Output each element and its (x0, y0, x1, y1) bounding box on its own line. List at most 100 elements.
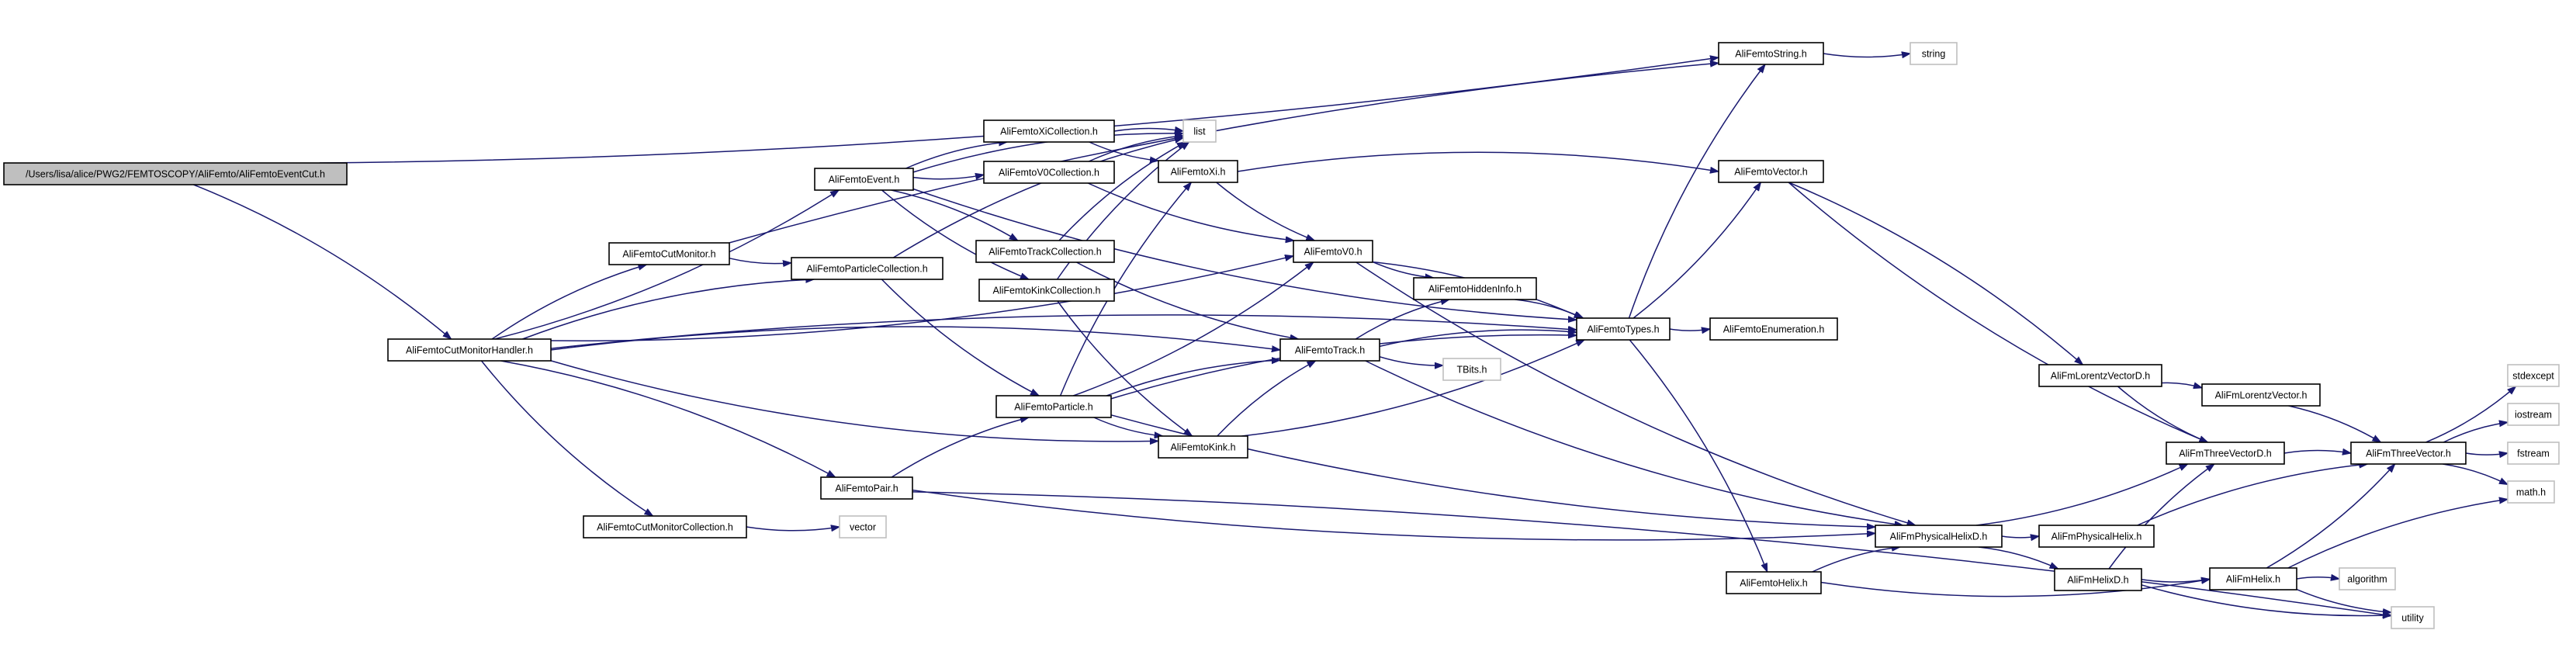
node-box-kink (1158, 435, 1248, 459)
node-label-math: math.h (2516, 487, 2546, 498)
node-cmh[interactable]: AliFemtoCutMonitorHandler.h (387, 338, 552, 362)
node-math[interactable]: math.h (2507, 480, 2555, 504)
edge-cmh-to-track (550, 326, 1280, 350)
node-phd[interactable]: AliFmPhysicalHelixD.h (1875, 525, 2003, 548)
node-box-pair (820, 476, 913, 500)
node-layer: /Users/lisa/alice/PWG2/FEMTOSCOPY/AliFem… (3, 42, 2560, 629)
node-label-fhelix: AliFemtoHelix.h (1740, 578, 1808, 589)
node-stdexcept[interactable]: stdexcept (2507, 364, 2560, 387)
node-label-trcoll: AliFemtoTrackCollection.h (989, 247, 1101, 258)
node-fstring[interactable]: AliFemtoString.h (1718, 42, 1824, 65)
edge-lorentz-to-t3vd (2117, 386, 2208, 443)
node-tbits[interactable]: TBits.h (1442, 358, 1501, 381)
node-enum[interactable]: AliFemtoEnumeration.h (1709, 317, 1838, 341)
node-box-utility (2391, 606, 2435, 629)
edge-hidden-to-types (1515, 299, 1583, 319)
edge-particle-to-track (1106, 360, 1280, 397)
node-lorentzv[interactable]: AliFmLorentzVector.h (2201, 383, 2321, 407)
node-label-kink: AliFemtoKink.h (1170, 442, 1235, 453)
node-lorentz[interactable]: AliFmLorentzVectorD.h (2038, 364, 2162, 387)
node-pair[interactable]: AliFemtoPair.h (820, 476, 913, 500)
node-utility[interactable]: utility (2391, 606, 2435, 629)
node-vector[interactable]: vector (839, 515, 887, 539)
node-label-t3v: AliFmThreeVector.h (2366, 448, 2451, 459)
node-helixd[interactable]: AliFmHelixD.h (2054, 568, 2142, 591)
node-box-event (814, 168, 914, 191)
node-ph[interactable]: AliFmPhysicalHelix.h (2038, 525, 2155, 548)
node-particle[interactable]: AliFemtoParticle.h (995, 395, 1112, 418)
node-pcoll[interactable]: AliFemtoParticleCollection.h (791, 257, 943, 280)
edge-phd-to-t3vd (1975, 463, 2188, 526)
edge-xi-to-v0 (1216, 182, 1315, 241)
node-box-track (1279, 338, 1380, 362)
node-label-v0: AliFemtoV0.h (1304, 247, 1362, 258)
node-trcoll[interactable]: AliFemtoTrackCollection.h (975, 240, 1115, 263)
edge-xicoll-to-list (1113, 128, 1183, 131)
edge-lorentz-to-lorentzv (2161, 383, 2202, 387)
node-label-hidden: AliFemtoHiddenInfo.h (1428, 284, 1522, 295)
node-label-iostream: iostream (2515, 410, 2552, 421)
node-t3v[interactable]: AliFmThreeVector.h (2350, 442, 2467, 465)
edge-helix-to-t3v (2266, 464, 2394, 569)
node-label-helix: AliFmHelix.h (2226, 574, 2280, 585)
edge-particle-to-phd (1110, 414, 1875, 527)
node-hidden[interactable]: AliFemtoHiddenInfo.h (1413, 277, 1537, 300)
node-box-string (1909, 42, 1958, 65)
edge-cmh-to-cmc (480, 360, 653, 516)
node-label-enum: AliFemtoEnumeration.h (1723, 324, 1825, 335)
node-event[interactable]: AliFemtoEvent.h (814, 168, 914, 191)
node-box-list (1182, 119, 1217, 143)
node-string[interactable]: string (1909, 42, 1958, 65)
node-fstream[interactable]: fstream (2507, 442, 2560, 465)
node-types[interactable]: AliFemtoTypes.h (1576, 317, 1671, 341)
node-algorithm[interactable]: algorithm (2339, 567, 2396, 590)
node-box-xicoll (983, 119, 1115, 143)
node-list[interactable]: list (1182, 119, 1217, 143)
node-label-cm: AliFemtoCutMonitor.h (622, 249, 715, 260)
edge-event-to-xicoll (905, 142, 1007, 169)
edge-fhelix-to-phd (1812, 547, 1900, 573)
node-box-fstream (2507, 442, 2560, 465)
node-label-vector: vector (850, 522, 876, 533)
node-label-phd: AliFmPhysicalHelixD.h (1890, 532, 1988, 542)
node-xicoll[interactable]: AliFemtoXiCollection.h (983, 119, 1115, 143)
edge-root-to-cmh (193, 184, 451, 339)
edge-event-to-types (912, 188, 1577, 320)
node-fhelix[interactable]: AliFemtoHelix.h (1726, 571, 1822, 594)
node-label-pcoll: AliFemtoParticleCollection.h (806, 264, 927, 275)
node-cmc[interactable]: AliFemtoCutMonitorCollection.h (583, 515, 747, 539)
edge-track-to-phd (1365, 360, 1903, 525)
node-box-fvector (1718, 160, 1824, 183)
node-t3vd[interactable]: AliFmThreeVectorD.h (2166, 442, 2285, 465)
node-label-lorentz: AliFmLorentzVectorD.h (2051, 371, 2151, 382)
node-v0[interactable]: AliFemtoV0.h (1293, 240, 1373, 263)
node-cm[interactable]: AliFemtoCutMonitor.h (608, 242, 730, 265)
node-box-xi (1158, 160, 1238, 183)
node-label-algorithm: algorithm (2347, 574, 2387, 585)
edge-cmh-to-pcoll (522, 279, 814, 340)
node-box-kinkcoll (978, 279, 1115, 302)
edge-cm-to-fstring (729, 63, 1719, 244)
node-v0coll[interactable]: AliFemtoV0Collection.h (983, 161, 1115, 184)
node-label-ph: AliFmPhysicalHelix.h (2051, 532, 2142, 542)
edge-v0coll-to-list (1088, 136, 1183, 162)
node-track[interactable]: AliFemtoTrack.h (1279, 338, 1380, 362)
node-xi[interactable]: AliFemtoXi.h (1158, 160, 1238, 183)
node-kink[interactable]: AliFemtoKink.h (1158, 435, 1248, 459)
node-root[interactable]: /Users/lisa/alice/PWG2/FEMTOSCOPY/AliFem… (3, 162, 348, 185)
node-box-fstring (1718, 42, 1824, 65)
node-label-event: AliFemtoEvent.h (829, 175, 900, 185)
edge-helix-to-utility (2296, 588, 2391, 613)
node-label-cmh: AliFemtoCutMonitorHandler.h (406, 345, 533, 356)
node-label-fstring: AliFemtoString.h (1735, 49, 1806, 60)
node-kinkcoll[interactable]: AliFemtoKinkCollection.h (978, 279, 1115, 302)
node-box-fhelix (1726, 571, 1822, 594)
edge-ph-to-t3v (2137, 464, 2368, 526)
node-helix[interactable]: AliFmHelix.h (2209, 567, 2297, 590)
node-box-v0coll (983, 161, 1115, 184)
node-fvector[interactable]: AliFemtoVector.h (1718, 160, 1824, 183)
node-iostream[interactable]: iostream (2507, 403, 2560, 426)
edge-track-to-tbits (1379, 355, 1443, 365)
edge-cmh-to-pair (500, 360, 835, 477)
